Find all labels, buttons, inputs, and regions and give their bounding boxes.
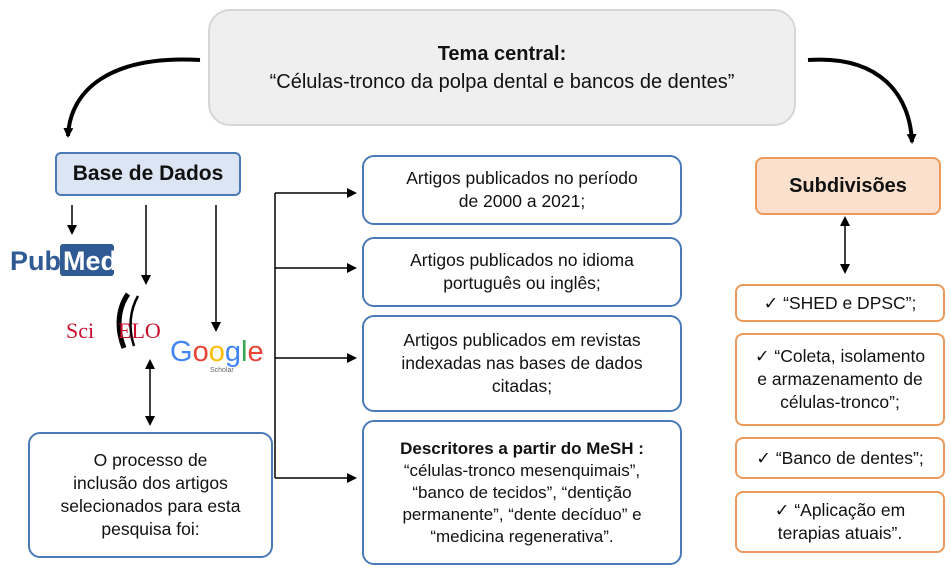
criteria-box-period: Artigos publicados no período de 2000 a … (362, 155, 682, 225)
subdivision-item-shed: ✓ “SHED e DPSC”; (735, 284, 945, 322)
svg-text:Google: Google (170, 336, 264, 368)
subdivision-line: terapias atuais”. (777, 523, 903, 543)
process-line: pesquisa foi: (101, 519, 200, 539)
criteria-line: Artigos publicados em revistas (403, 330, 641, 350)
process-line: O processo de (93, 450, 208, 470)
criteria-line: português ou inglês; (443, 273, 601, 293)
google-scholar-icon: Google Scholar (170, 336, 264, 374)
process-line: selecionados para esta (60, 496, 241, 516)
svg-text:Med: Med (63, 246, 117, 276)
criteria-line: “medicina regenerativa”. (430, 526, 614, 546)
subdivision-item-aplicacao: ✓ “Aplicação em terapias atuais”. (735, 491, 945, 553)
criteria-line: Artigos publicados no idioma (410, 250, 634, 270)
subdivision-item-coleta: ✓ “Coleta, isolamento e armazenamento de… (735, 333, 945, 426)
subdivisions-box: Subdivisões (755, 157, 941, 215)
subdivision-line: ✓ “Coleta, isolamento (754, 346, 926, 366)
process-line: inclusão dos artigos (73, 473, 228, 493)
curve-arrow-right (807, 57, 917, 144)
scielo-icon: Sci ELO (66, 292, 161, 349)
pubmed-icon: Pub Med (10, 244, 117, 276)
svg-text:Scholar: Scholar (210, 367, 234, 374)
subdivision-line: ✓ “Banco de dentes”; (756, 447, 924, 468)
criteria-line: de 2000 a 2021; (458, 191, 586, 211)
curve-arrow-left (63, 57, 201, 138)
subdivision-line: e armazenamento de (757, 369, 923, 389)
criteria-line: “células-tronco mesenquimais”, (403, 460, 641, 480)
database-box: Base de Dados (55, 152, 241, 196)
central-theme-box: Tema central: “Células-tronco da polpa d… (208, 9, 796, 126)
criteria-line: citadas; (491, 376, 553, 396)
scielo-logo: Sci ELO (66, 288, 166, 361)
pubmed-logo: Pub Med (10, 240, 120, 285)
svg-text:Sci: Sci (66, 318, 94, 343)
subdivision-line: ✓ “Aplicação em (774, 500, 906, 520)
google-scholar-logo: Google Scholar (170, 333, 270, 380)
database-title: Base de Dados (72, 162, 224, 185)
criteria-line: permanente”, “dente decíduo” e (402, 504, 642, 524)
mesh-title: Descritores a partir do MeSH : (400, 438, 644, 458)
subdivision-line: ✓ “SHED e DPSC”; (763, 292, 917, 313)
central-theme-title: Tema central: (437, 42, 567, 65)
central-theme-subtitle: “Células-tronco da polpa dental e bancos… (269, 70, 735, 93)
criteria-box-language: Artigos publicados no idioma português o… (362, 237, 682, 307)
subdivision-line: células-tronco”; (780, 392, 900, 412)
criteria-box-mesh: Descritores a partir do MeSH : “células-… (362, 420, 682, 565)
svg-text:Pub: Pub (10, 246, 61, 276)
criteria-line: indexadas nas bases de dados (401, 353, 643, 373)
criteria-line: Artigos publicados no período (406, 168, 638, 188)
criteria-line: “banco de tecidos”, “dentição (412, 482, 632, 502)
svg-text:ELO: ELO (118, 318, 161, 343)
subdivisions-title: Subdivisões (789, 174, 907, 197)
criteria-box-journals: Artigos publicados em revistas indexadas… (362, 315, 682, 412)
process-box: O processo de inclusão dos artigos selec… (28, 432, 273, 558)
subdivision-item-banco: ✓ “Banco de dentes”; (735, 437, 945, 479)
